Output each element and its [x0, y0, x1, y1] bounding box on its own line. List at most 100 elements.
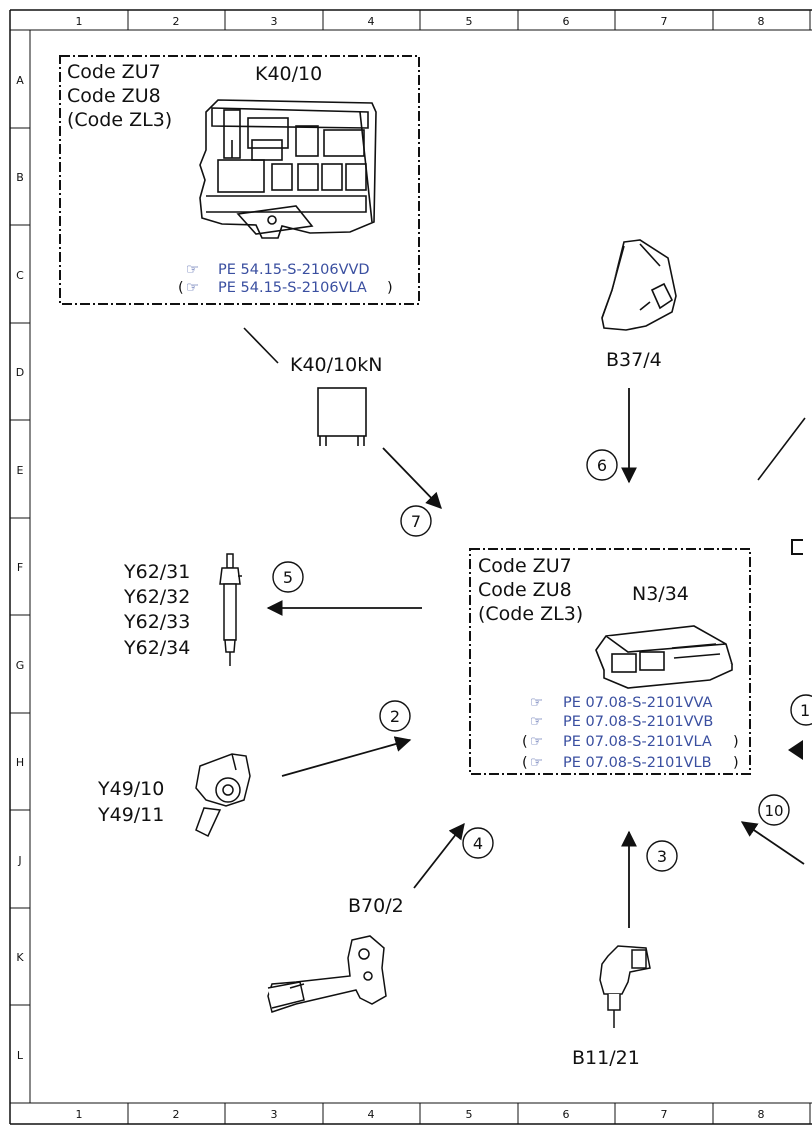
col-label: 3	[271, 15, 278, 28]
svg-text:2: 2	[390, 707, 400, 726]
number-badge-1-partial: 1	[790, 694, 812, 726]
signal-arrow-7	[382, 447, 442, 509]
n3-component-box: Code ZU7 Code ZU8 (Code ZL3) N3/34 ☞ PE …	[469, 548, 751, 775]
k40-component-box: Code ZU7 Code ZU8 (Code ZL3) K40/10	[59, 55, 420, 305]
hand-pointer-icon: ☞	[530, 714, 543, 730]
row-label: D	[16, 366, 24, 379]
col-label: 8	[758, 1108, 765, 1121]
box-code-line: Code ZU8	[67, 85, 161, 107]
component-label-k40-10kn: K40/10kN	[290, 354, 382, 376]
number-badge-3: 3	[646, 840, 678, 872]
col-label: 2	[173, 15, 180, 28]
number-badge-10: 10	[758, 794, 790, 826]
col-label: 5	[466, 1108, 473, 1121]
reference-link[interactable]: PE 07.08-S-2101VVB	[563, 714, 713, 730]
leader-line	[243, 327, 279, 364]
svg-text:5: 5	[283, 568, 293, 587]
reference-link[interactable]: PE 54.15-S-2106VVD	[218, 262, 370, 278]
svg-text:7: 7	[411, 512, 421, 531]
paren-close: )	[387, 280, 393, 296]
row-label: E	[17, 464, 24, 477]
component-label-y49: Y49/10	[97, 778, 164, 800]
hand-pointer-icon: ☞	[186, 262, 199, 278]
relay-image	[317, 387, 367, 446]
number-badge-7: 7	[400, 505, 432, 537]
signal-arrow-4	[413, 822, 465, 889]
row-label: K	[16, 951, 24, 964]
col-label: 1	[76, 15, 83, 28]
col-label: 7	[661, 15, 668, 28]
partial-line-right	[757, 417, 806, 481]
row-label: C	[16, 269, 24, 282]
paren-close: )	[733, 734, 739, 750]
col-label: 6	[563, 1108, 570, 1121]
component-label-n3-34: N3/34	[632, 583, 689, 605]
control-unit-image	[595, 625, 733, 689]
col-label: 5	[466, 15, 473, 28]
fuse-relay-box-image	[199, 99, 377, 239]
hand-pointer-icon: ☞	[530, 734, 543, 750]
col-label: 4	[368, 15, 375, 28]
k40-reference-list: ☞ PE 54.15-S-2106VVD ( ☞ PE 54.15-S-2106…	[178, 262, 393, 296]
glow-plug-image	[219, 553, 242, 666]
col-label: 7	[661, 1108, 668, 1121]
signal-arrow-2	[281, 736, 412, 777]
paren-close: )	[733, 755, 739, 771]
svg-text:4: 4	[473, 834, 483, 853]
box-code-line: (Code ZL3)	[478, 603, 583, 625]
signal-arrow-10	[740, 821, 805, 865]
number-badge-5: 5	[272, 561, 304, 593]
svg-text:6: 6	[597, 456, 607, 475]
row-label: L	[17, 1049, 24, 1062]
column-labels-top: 1 2 3 4 5 6 7 8	[76, 15, 765, 28]
row-label: F	[17, 561, 23, 574]
col-label: 4	[368, 1108, 375, 1121]
component-label-y62: Y62/33	[123, 611, 190, 633]
row-label: H	[16, 756, 24, 769]
accelerator-pedal-image	[601, 239, 677, 331]
n3-reference-list: ☞ PE 07.08-S-2101VVA ☞ PE 07.08-S-2101VV…	[522, 695, 739, 771]
svg-text:10: 10	[764, 802, 783, 820]
component-label-b37-4: B37/4	[606, 349, 662, 371]
hand-pointer-icon: ☞	[530, 755, 543, 771]
component-label-y49: Y49/11	[97, 804, 164, 826]
box-code-line: Code ZU8	[478, 579, 572, 601]
svg-text:1: 1	[800, 701, 810, 720]
row-labels: A B C D E F G H J K L	[16, 74, 25, 1062]
paren-open: (	[522, 755, 528, 771]
number-badge-4: 4	[462, 827, 494, 859]
col-label: 2	[173, 1108, 180, 1121]
valve-image	[195, 753, 251, 838]
reference-link[interactable]: PE 07.08-S-2101VLB	[563, 755, 712, 771]
partial-component-right	[791, 539, 803, 555]
temperature-sensor-image	[599, 945, 651, 1028]
column-labels-bottom: 1 2 3 4 5 6 7 8	[76, 1108, 765, 1121]
box-code-line: (Code ZL3)	[67, 109, 172, 131]
row-label: B	[16, 171, 24, 184]
col-label: 6	[563, 15, 570, 28]
col-label: 8	[758, 15, 765, 28]
paren-open: (	[178, 280, 184, 296]
svg-text:3: 3	[657, 847, 667, 866]
hand-pointer-icon: ☞	[186, 280, 199, 296]
paren-open: (	[522, 734, 528, 750]
crankshaft-sensor-image	[267, 935, 387, 1013]
reference-link[interactable]: PE 07.08-S-2101VVA	[563, 695, 713, 711]
col-label: 3	[271, 1108, 278, 1121]
component-label-k40: K40/10	[255, 63, 322, 85]
partial-arrow-right	[788, 740, 803, 760]
component-label-y62: Y62/34	[123, 637, 190, 659]
box-code-line: Code ZU7	[478, 555, 572, 577]
reference-link[interactable]: PE 07.08-S-2101VLA	[563, 734, 712, 750]
component-label-b11-21: B11/21	[572, 1047, 640, 1069]
row-label: G	[16, 659, 25, 672]
component-label-y62: Y62/31	[123, 561, 190, 583]
component-label-y62: Y62/32	[123, 586, 190, 608]
col-label: 1	[76, 1108, 83, 1121]
drawing-frame	[9, 9, 812, 1125]
row-label: J	[17, 854, 21, 867]
reference-link[interactable]: PE 54.15-S-2106VLA	[218, 280, 367, 296]
box-code-line: Code ZU7	[67, 61, 161, 83]
hand-pointer-icon: ☞	[530, 695, 543, 711]
